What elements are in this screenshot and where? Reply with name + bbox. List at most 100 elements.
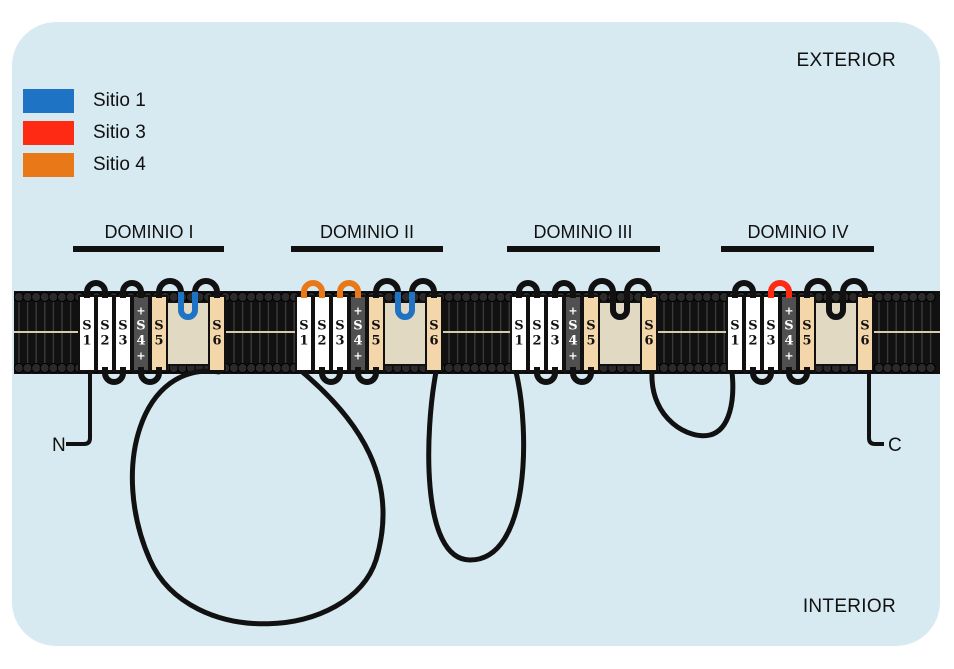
extracellular-loop-s1-s2 <box>516 280 540 298</box>
lipid-head <box>693 291 704 303</box>
lipid-head <box>684 291 695 303</box>
c-terminus-tail <box>867 372 884 446</box>
lipid-head <box>13 362 25 374</box>
intracellular-linker <box>426 371 527 563</box>
intracellular-loop-s2-s3 <box>319 367 343 385</box>
lipid-head <box>925 291 936 303</box>
n-terminus-label: N <box>52 435 66 456</box>
lipid-head <box>65 362 76 374</box>
pore-loop-exit <box>624 278 652 298</box>
segment-label: + <box>568 305 577 318</box>
segment-label: + <box>136 350 145 363</box>
lipid-head <box>710 291 721 303</box>
segment-label: S <box>82 319 91 334</box>
lipid-head <box>676 291 687 303</box>
intracellular-loop-s4-s5 <box>570 367 594 385</box>
lipid-head <box>882 362 893 374</box>
lipid-head <box>658 291 670 303</box>
lipid-head <box>486 362 498 374</box>
lipid-head <box>486 291 498 303</box>
segment-label: + <box>568 350 577 363</box>
intracellular-loop-s2-s3 <box>102 367 126 385</box>
segment-label: 1 <box>514 334 523 349</box>
segment-label: 3 <box>335 334 344 349</box>
pore-region <box>166 301 210 366</box>
lipid-head <box>701 291 713 303</box>
legend-label: Sitio 4 <box>93 154 146 175</box>
extracellular-loop-s3-s4 <box>120 280 144 298</box>
segment-label: 2 <box>532 334 541 349</box>
segment-label: 2 <box>748 334 757 349</box>
lipid-head <box>22 291 33 303</box>
segment-label: + <box>353 350 362 363</box>
lipid-head <box>443 362 455 374</box>
lipid-head <box>658 362 670 374</box>
intracellular-linker <box>649 371 736 439</box>
intracellular-loop-s2-s3 <box>750 367 774 385</box>
domain-title: DOMINIO II <box>320 222 414 242</box>
segment-label: S <box>514 319 523 334</box>
legend-label: Sitio 1 <box>93 90 146 111</box>
lipid-head <box>228 362 240 374</box>
lipid-head <box>908 362 919 374</box>
lipid-head <box>280 362 291 374</box>
pore-loop-entry <box>588 278 616 298</box>
segment-label: S <box>335 319 344 334</box>
lipid-head <box>13 291 25 303</box>
segment-label: S <box>550 319 559 334</box>
segment-label: 3 <box>118 334 127 349</box>
lipid-head <box>908 291 919 303</box>
segment-label: S <box>784 319 793 334</box>
segment-label: 1 <box>730 334 739 349</box>
segment-label: S <box>766 319 775 334</box>
pore-loop-exit <box>409 278 437 298</box>
lipid-head <box>469 291 480 303</box>
segment-label: 4 <box>136 334 145 349</box>
segment-label: S <box>429 319 438 334</box>
lipid-head <box>667 362 678 374</box>
lipid-head <box>246 362 257 374</box>
domain-title-bar <box>291 246 443 252</box>
segment-label: 4 <box>568 334 577 349</box>
intracellular-loop-s4-s5 <box>355 367 379 385</box>
lipid-head <box>701 362 713 374</box>
lipid-head <box>478 291 489 303</box>
lipid-head <box>478 362 489 374</box>
lipid-head <box>693 362 704 374</box>
domain-title: DOMINIO IV <box>747 222 849 242</box>
intracellular-linker <box>129 368 386 627</box>
c-terminus-label: C <box>888 435 902 456</box>
lipid-head <box>598 291 609 303</box>
interior-label: INTERIOR <box>802 596 896 617</box>
lipid-head <box>916 362 928 374</box>
extracellular-loop-s1-s2 <box>84 280 108 298</box>
segment-label: S <box>802 319 811 334</box>
legend-swatch <box>23 121 74 145</box>
segment-label: + <box>136 305 145 318</box>
lipid-head <box>39 362 50 374</box>
lipid-head <box>168 291 179 303</box>
segment-label: S <box>212 319 221 334</box>
pore-loop-entry <box>156 278 184 298</box>
segment-label: 2 <box>100 334 109 349</box>
segment-label: S <box>568 319 577 334</box>
segment-label: 5 <box>371 334 380 349</box>
lipid-head <box>56 362 68 374</box>
lipid-head <box>452 362 463 374</box>
intracellular-loop-s4-s5 <box>138 367 162 385</box>
lipid-head <box>667 291 678 303</box>
lipid-head <box>830 291 842 303</box>
legend-label: Sitio 3 <box>93 122 146 143</box>
legend-swatch <box>23 153 74 177</box>
domain-title-bar <box>721 246 874 252</box>
lipid-head <box>246 291 257 303</box>
lipid-head <box>899 291 910 303</box>
segment-label: 1 <box>299 334 308 349</box>
segment-label: 6 <box>860 334 869 349</box>
segment-label: S <box>353 319 362 334</box>
lipid-head <box>710 362 721 374</box>
pore-region <box>598 301 642 366</box>
lipid-head <box>56 291 68 303</box>
lipid-head <box>461 362 472 374</box>
pore-loop <box>826 292 846 320</box>
